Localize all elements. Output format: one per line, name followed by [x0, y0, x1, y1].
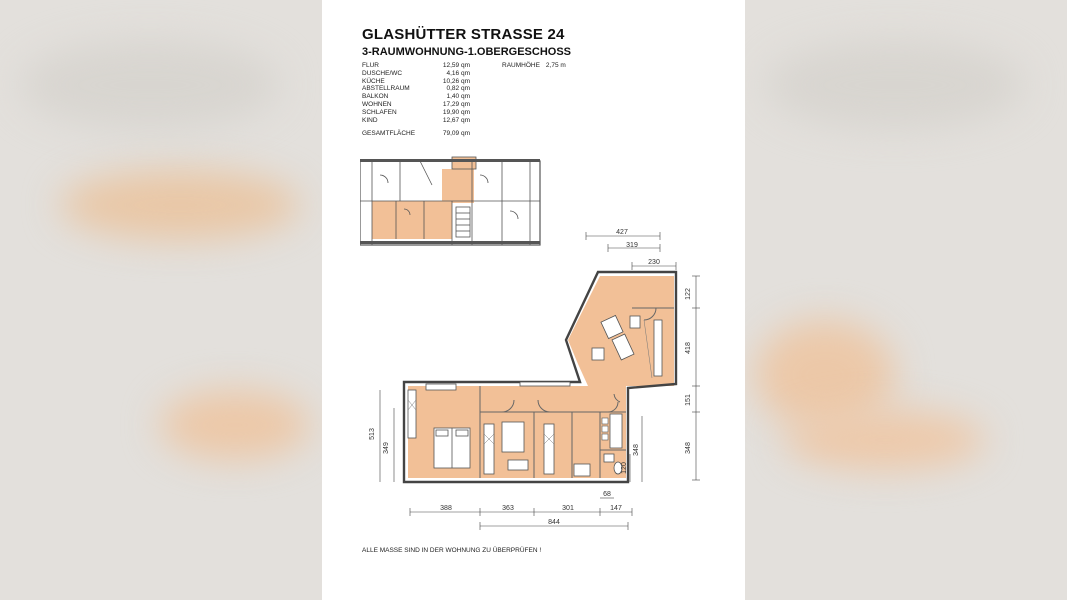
page-subtitle: 3-RAUMWOHNUNG-1.OBERGESCHOSS [362, 46, 572, 58]
floorplan-sheet: GLASHÜTTER STRASSE 24 3-RAUMWOHNUNG-1.OB… [322, 0, 745, 600]
dim-363: 363 [502, 505, 514, 512]
dim-388: 388 [440, 505, 452, 512]
dim-301: 301 [562, 505, 574, 512]
dim-348-right: 348 [685, 442, 692, 454]
dim-348-inner: 348 [633, 444, 640, 456]
dim-319: 319 [626, 242, 638, 249]
key-plan [360, 156, 541, 246]
dim-122: 122 [685, 288, 692, 300]
dim-844: 844 [548, 519, 560, 526]
floor-plan: 427 319 230 122 418 151 348 513 349 348 … [369, 229, 700, 530]
dim-513: 513 [369, 428, 376, 440]
background-blur-left [0, 0, 322, 600]
dim-147: 147 [610, 505, 622, 512]
page-title: GLASHÜTTER STRASSE 24 [362, 26, 565, 43]
footer-note: ALLE MASSE SIND IN DER WOHNUNG ZU ÜBERPR… [362, 547, 542, 554]
dim-120: 120 [621, 462, 628, 474]
dim-151: 151 [685, 394, 692, 406]
dim-349: 349 [383, 442, 390, 454]
background-blur-right [745, 0, 1067, 600]
dim-418: 418 [685, 342, 692, 354]
dim-230: 230 [648, 259, 660, 266]
dim-68: 68 [603, 491, 611, 498]
dim-427: 427 [616, 229, 628, 236]
